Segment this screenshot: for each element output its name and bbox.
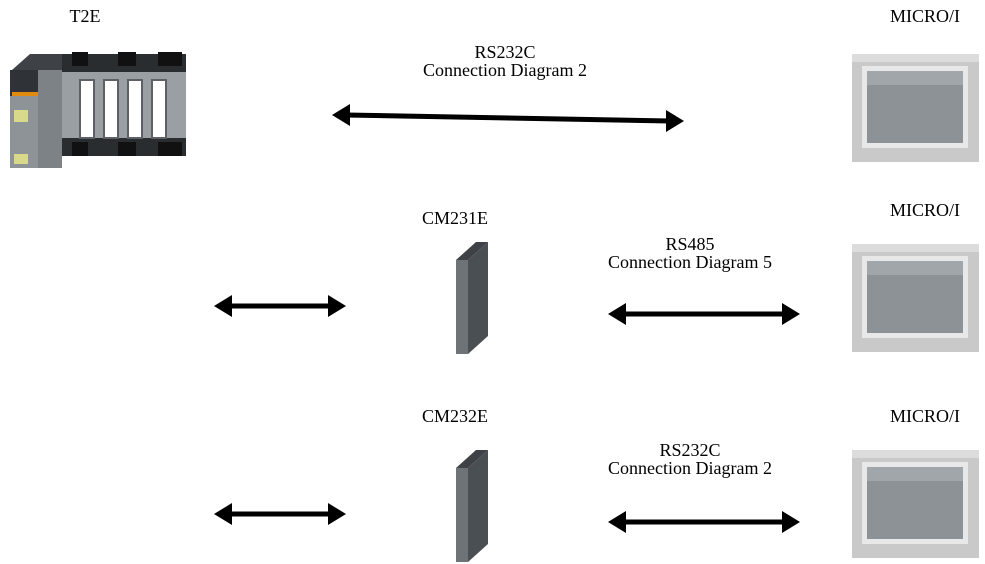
comm-module-icon: [452, 448, 492, 564]
plc-label: T2E: [69, 6, 101, 26]
display-label: MICRO/I: [889, 406, 960, 426]
cable-type-label: RS232C: [659, 440, 721, 460]
comm-module-icon: [452, 240, 492, 356]
connection-diagram-label: Connection Diagram 2: [423, 60, 587, 80]
display-label: MICRO/I: [889, 200, 960, 220]
double-arrow-icon: [606, 300, 802, 328]
display-label: MICRO/I: [889, 6, 960, 26]
touch-display-icon: [852, 54, 979, 162]
double-arrow-icon: [212, 500, 348, 528]
touch-display-icon: [852, 450, 979, 558]
connection-diagram-label: Connection Diagram 5: [608, 252, 772, 272]
plc-rack-icon: [6, 50, 188, 168]
cable-type-label: RS232C: [474, 42, 536, 62]
touch-display-icon: [852, 244, 979, 352]
connection-diagram-label: Connection Diagram 2: [608, 458, 772, 478]
double-arrow-icon: [330, 104, 686, 132]
double-arrow-icon: [212, 292, 348, 320]
comm-module-label: CM231E: [421, 208, 488, 228]
double-arrow-icon: [606, 508, 802, 536]
cable-type-label: RS485: [665, 234, 715, 254]
comm-module-label: CM232E: [421, 406, 488, 426]
